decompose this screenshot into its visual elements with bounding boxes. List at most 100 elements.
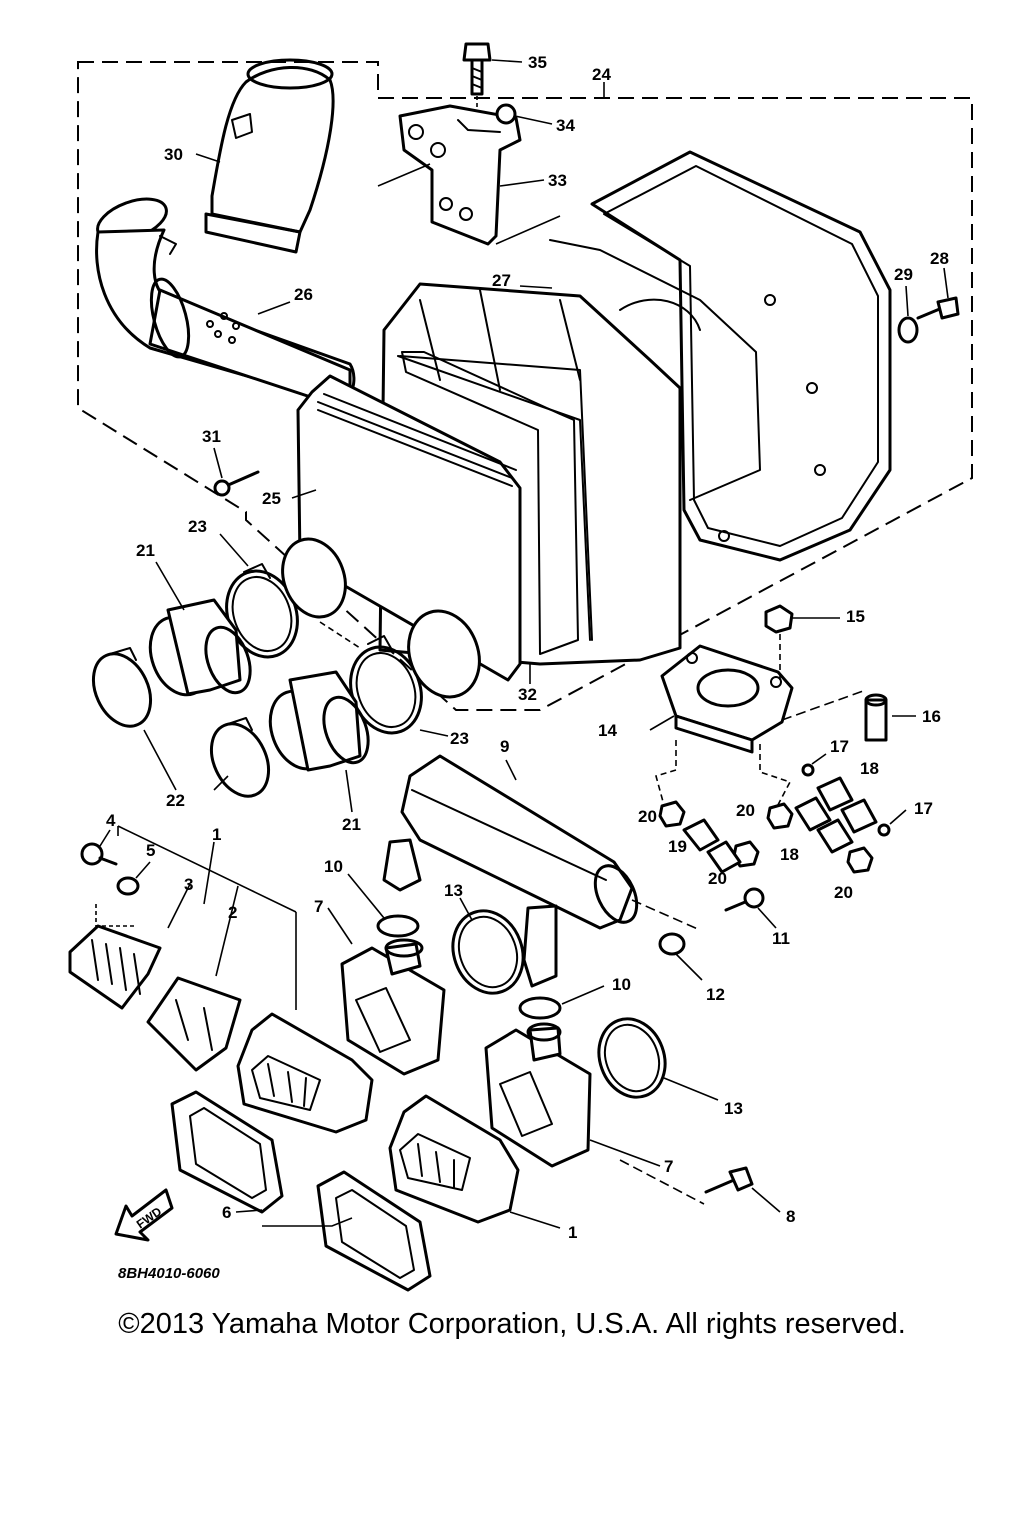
callout-6: 6	[222, 1203, 231, 1222]
bolt-35	[462, 42, 492, 96]
callout-1-lower: 1	[568, 1223, 577, 1242]
callout-10-upper: 10	[324, 857, 343, 876]
joint-21-upper	[148, 598, 252, 697]
callout-32: 32	[518, 685, 537, 704]
hose-19-b	[706, 840, 742, 874]
air-box-cover-27	[549, 150, 892, 562]
screw-11	[724, 887, 765, 912]
callout-7-lower: 7	[664, 1157, 673, 1176]
callout-20-d: 20	[834, 883, 853, 902]
callout-16: 16	[922, 707, 941, 726]
callout-14: 14	[598, 721, 617, 740]
intake-duct-30	[204, 58, 335, 254]
hose-18-d	[816, 818, 854, 854]
clamp-22-left	[91, 647, 153, 728]
callout-10-lower: 10	[612, 975, 631, 994]
bolt-4	[80, 842, 118, 866]
grommet-12	[658, 932, 686, 956]
callout-17-upper: 17	[830, 737, 849, 756]
callout-23-lower: 23	[450, 729, 469, 748]
assembly-boundary-dashed	[77, 61, 973, 711]
o-ring-10-lower	[518, 996, 562, 1020]
callout-9: 9	[500, 737, 509, 756]
callout-20-a: 20	[638, 807, 657, 826]
intake-silencer-9	[382, 754, 639, 988]
fitting-20-b	[766, 802, 794, 830]
exploded-parts-diagram: FWD 35 24 34 30 33 26 27 28 29 31 25 23 …	[68, 42, 973, 1292]
bracket-33	[398, 104, 522, 246]
gasket-6-upper	[170, 1090, 284, 1214]
nut-15	[764, 604, 794, 634]
callout-23-upper: 23	[188, 517, 207, 536]
copyright-notice: ©2013 Yamaha Motor Corporation, U.S.A. A…	[118, 1308, 906, 1340]
callout-1-upper: 1	[212, 825, 221, 844]
manifold-7-lower	[484, 1022, 592, 1168]
callout-34: 34	[556, 116, 575, 135]
nut-34	[495, 103, 517, 125]
clamp-13-upper	[451, 909, 525, 995]
callout-31: 31	[202, 427, 221, 446]
callout-20-b: 20	[736, 801, 755, 820]
fitting-20-d	[846, 846, 874, 874]
callout-29: 29	[894, 265, 913, 284]
hose-19	[682, 818, 720, 852]
callout-18-lower: 18	[780, 845, 799, 864]
washer-29	[897, 316, 919, 344]
hose-18-b	[840, 798, 878, 834]
air-box-body-25	[296, 282, 682, 682]
diagram-code: 8BH4010-6060	[118, 1265, 220, 1282]
callout-30: 30	[164, 145, 183, 164]
callout-22: 22	[166, 791, 185, 810]
reed-valve-1-upper	[236, 1012, 374, 1134]
callout-15: 15	[846, 607, 865, 626]
gasket-32	[401, 351, 579, 655]
callout-27: 27	[492, 271, 511, 290]
callout-21-lower: 21	[342, 815, 361, 834]
callout-11: 11	[772, 929, 790, 948]
clip-17-a	[801, 763, 815, 777]
fitting-20-a	[658, 800, 686, 828]
callout-4: 4	[106, 811, 116, 830]
callout-18-upper: 18	[860, 759, 879, 778]
reed-stopper-2	[146, 976, 242, 1072]
air-box-inlet-upper	[281, 537, 347, 619]
bolt-8	[704, 1166, 754, 1194]
hose-18-c	[794, 796, 832, 832]
screw-28	[916, 296, 960, 320]
carb-adapter-14	[660, 644, 794, 754]
callout-13-upper: 13	[444, 881, 463, 900]
callout-5: 5	[146, 841, 155, 860]
cap-16	[864, 693, 888, 742]
hose-18-a	[816, 776, 854, 812]
hose-26	[95, 197, 356, 412]
callout-7-upper: 7	[314, 897, 323, 916]
callout-21-upper: 21	[136, 541, 155, 560]
callout-19: 19	[668, 837, 687, 856]
forward-direction-arrow: FWD	[114, 1188, 174, 1242]
callout-12: 12	[706, 985, 725, 1004]
air-box-inlet-lower	[407, 609, 481, 699]
clamp-22-right	[209, 717, 271, 798]
o-ring-10-upper	[376, 914, 420, 938]
washer-5	[116, 876, 140, 896]
callout-8: 8	[786, 1207, 795, 1226]
gasket-6-lower	[316, 1170, 432, 1292]
reed-valve-1-lower	[388, 1094, 520, 1224]
callout-33: 33	[548, 171, 567, 190]
callout-35: 35	[528, 53, 547, 72]
callout-13-lower: 13	[724, 1099, 743, 1118]
callout-3: 3	[184, 875, 193, 894]
callout-17-lower: 17	[914, 799, 933, 818]
callout-26: 26	[294, 285, 313, 304]
callout-24: 24	[592, 65, 611, 84]
manifold-7-upper	[340, 938, 446, 1076]
reed-petal-3	[68, 904, 162, 1010]
joint-21-lower	[268, 670, 370, 772]
screw-31	[213, 470, 260, 497]
clamp-13-lower	[597, 1017, 667, 1099]
callout-2: 2	[228, 903, 237, 922]
callout-25: 25	[262, 489, 281, 508]
clip-17-b	[877, 823, 891, 837]
callout-28: 28	[930, 249, 949, 268]
callout-20-c: 20	[708, 869, 727, 888]
